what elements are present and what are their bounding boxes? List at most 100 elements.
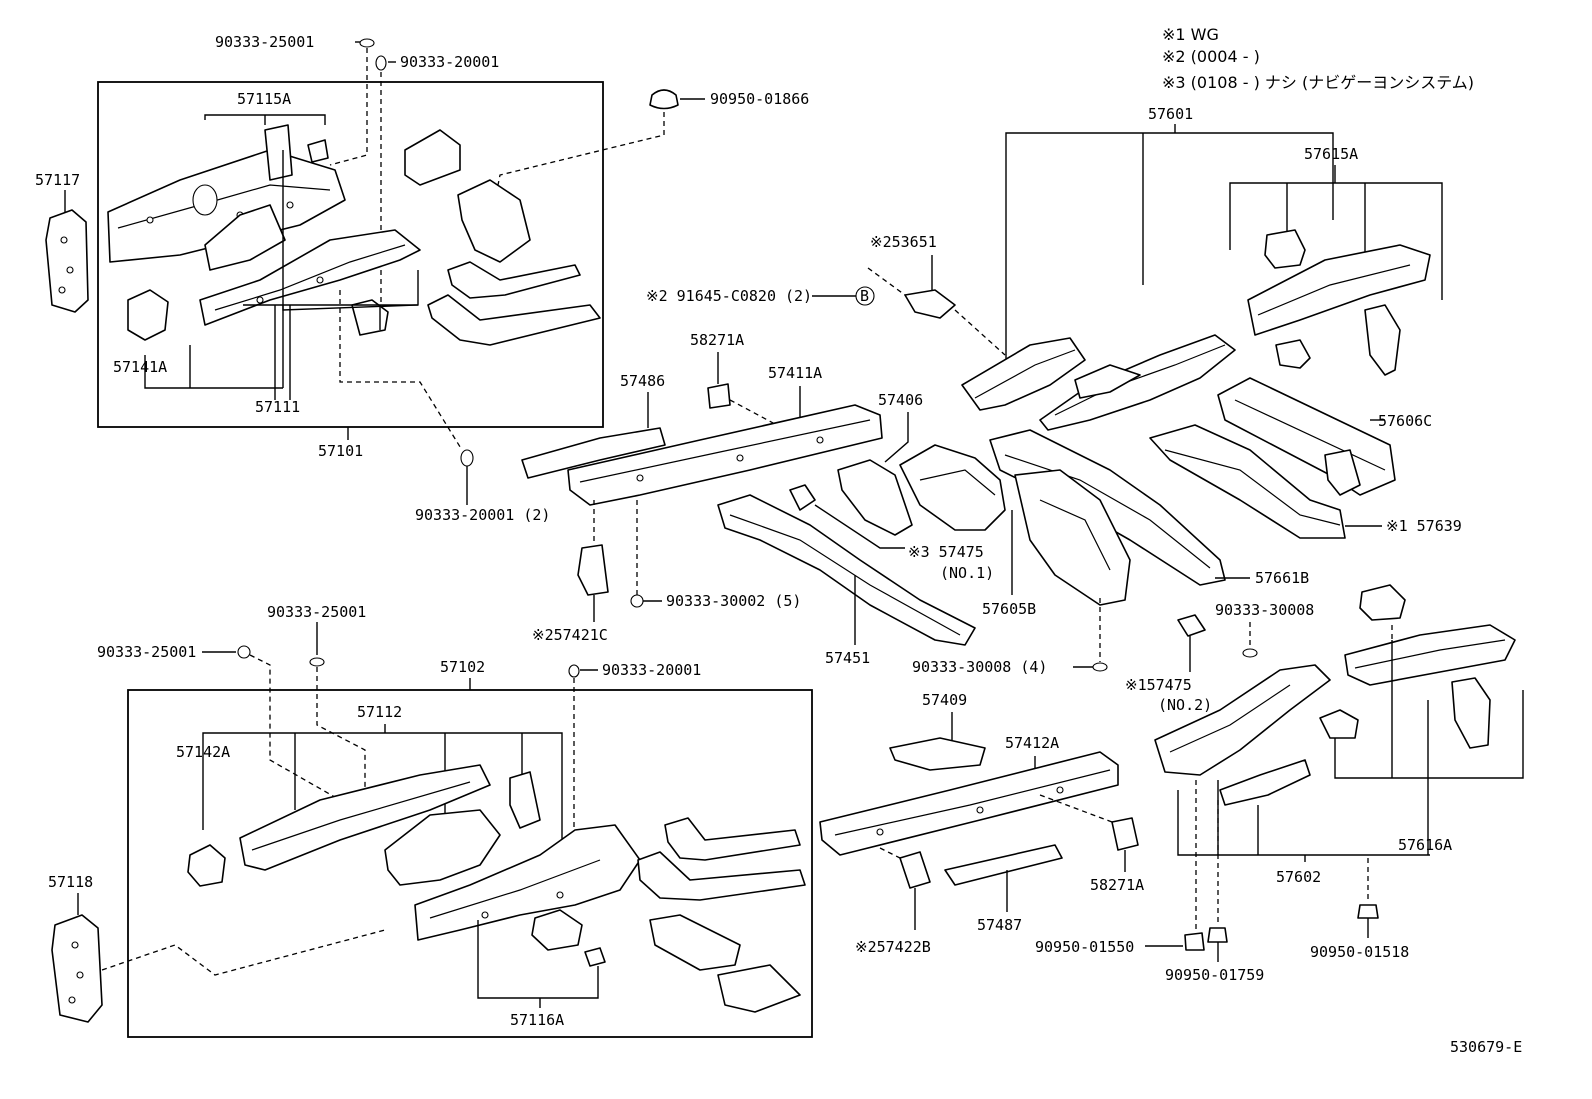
- label-90950-01866[interactable]: 90950-01866: [710, 90, 809, 108]
- label-253651[interactable]: ※253651: [870, 233, 937, 251]
- label-91645-C0820[interactable]: ※2 91645-C0820 (2): [646, 287, 812, 305]
- part-257421C: [577, 544, 609, 596]
- label-57112[interactable]: 57112: [357, 703, 402, 721]
- label-90333-30008[interactable]: 90333-30008: [1215, 601, 1314, 619]
- part-57409: [889, 737, 986, 771]
- clip-90333-20001: [375, 55, 387, 71]
- label-57406[interactable]: 57406: [878, 391, 923, 409]
- label-58271A-top[interactable]: 58271A: [690, 331, 744, 349]
- part-257422B: [899, 851, 931, 889]
- part-small-bracket-4: [717, 964, 801, 1013]
- bolt-b-label: B: [860, 287, 869, 305]
- grommet-90950-01866: [649, 89, 679, 110]
- document-id: 530679-E: [1450, 1038, 1522, 1056]
- clip-90333-25001: [359, 38, 375, 48]
- label-90333-20001-2[interactable]: 90333-20001 (2): [415, 506, 550, 524]
- part-57639: [1149, 424, 1346, 539]
- part-57112-upper-member: [239, 764, 491, 871]
- label-57412A[interactable]: 57412A: [1005, 734, 1059, 752]
- part-58271A-bottom: [1111, 817, 1139, 851]
- part-57475-no2: [1177, 614, 1206, 637]
- label-58271A-bottom[interactable]: 58271A: [1090, 876, 1144, 894]
- part-57615A-gusset: [1364, 304, 1401, 376]
- part-57412A-rocker: [819, 751, 1119, 856]
- part-57602-rail: [1219, 759, 1311, 806]
- part-57605B-front: [899, 444, 1006, 531]
- label-57411A[interactable]: 57411A: [768, 364, 822, 382]
- label-90333-20001-top[interactable]: 90333-20001: [400, 53, 499, 71]
- part-57615A-rail: [1247, 244, 1431, 336]
- label-57111[interactable]: 57111: [255, 398, 300, 416]
- part-57486: [521, 427, 666, 479]
- label-57615A[interactable]: 57615A: [1304, 145, 1358, 163]
- label-90333-30008-4[interactable]: 90333-30008 (4): [912, 658, 1047, 676]
- part-57411A-rocker: [567, 404, 883, 506]
- label-90333-30002-5[interactable]: 90333-30002 (5): [666, 592, 801, 610]
- part-57602-member: [1154, 664, 1331, 776]
- label-57117[interactable]: 57117: [35, 171, 80, 189]
- part-57601-left-member: [961, 337, 1086, 411]
- part-rail-4: [637, 851, 806, 901]
- label-57616A[interactable]: 57616A: [1398, 836, 1452, 854]
- label-57141A[interactable]: 57141A: [113, 358, 167, 376]
- part-57616A-rail: [1344, 624, 1516, 686]
- part-57112-mid-member: [384, 809, 501, 886]
- bolt-b-icon: [855, 286, 875, 306]
- part-mount-bracket: [351, 299, 389, 336]
- part-57616A-bracket: [1359, 584, 1406, 621]
- label-57486[interactable]: 57486: [620, 372, 665, 390]
- part-58271A-top: [707, 383, 731, 409]
- note-2: ※2 (0004 - ): [1162, 47, 1260, 66]
- part-rail-2: [427, 294, 601, 346]
- part-57116A-lower-member: [414, 824, 641, 941]
- label-90950-01550[interactable]: 90950-01550: [1035, 938, 1134, 956]
- label-57475-no1[interactable]: ※3 57475: [908, 543, 984, 561]
- label-57639[interactable]: ※1 57639: [1386, 517, 1462, 535]
- label-57475-no2[interactable]: ※157475: [1125, 676, 1192, 694]
- part-57117: [45, 209, 89, 313]
- label-90950-01759[interactable]: 90950-01759: [1165, 966, 1264, 984]
- part-rail-1: [447, 261, 581, 299]
- label-57451[interactable]: 57451: [825, 649, 870, 667]
- part-57115A-bracket: [264, 124, 293, 181]
- label-57475-no2-sub: (NO.2): [1158, 696, 1212, 714]
- label-57602[interactable]: 57602: [1276, 868, 1321, 886]
- part-57118: [51, 914, 103, 1023]
- clip-90950-01518: [1357, 904, 1379, 919]
- label-57606C[interactable]: 57606C: [1378, 412, 1432, 430]
- part-57475-no1: [789, 484, 816, 511]
- part-rail-3: [664, 817, 801, 861]
- note-3: ※3 (0108 - ) ナシ (ナビゲーヨンシステム): [1162, 73, 1474, 92]
- part-57141A-mount: [127, 289, 169, 341]
- label-57661B[interactable]: 57661B: [1255, 569, 1309, 587]
- label-257421C[interactable]: ※257421C: [532, 626, 608, 644]
- label-57116A[interactable]: 57116A: [510, 1011, 564, 1029]
- part-57487: [944, 844, 1063, 886]
- label-57601[interactable]: 57601: [1148, 105, 1193, 123]
- label-90333-20001-bottom[interactable]: 90333-20001: [602, 661, 701, 679]
- label-57487[interactable]: 57487: [977, 916, 1022, 934]
- label-90950-01518[interactable]: 90950-01518: [1310, 943, 1409, 961]
- label-57102[interactable]: 57102: [440, 658, 485, 676]
- part-57605B-member: [1014, 469, 1131, 606]
- part-small-bracket-2: [457, 179, 531, 263]
- label-57142A[interactable]: 57142A: [176, 743, 230, 761]
- label-90333-25001-top[interactable]: 90333-25001: [215, 33, 314, 51]
- clip-90950-01759: [1207, 927, 1228, 943]
- label-57118[interactable]: 57118: [48, 873, 93, 891]
- label-90333-25001-left[interactable]: 90333-25001: [97, 643, 196, 661]
- part-57406: [837, 459, 913, 536]
- part-57615A-bracket: [1264, 229, 1306, 269]
- part-253651: [904, 289, 956, 319]
- label-57475-no1-sub: (NO.1): [940, 564, 994, 582]
- label-57409[interactable]: 57409: [922, 691, 967, 709]
- label-57101[interactable]: 57101: [318, 442, 363, 460]
- label-257422B[interactable]: ※257422B: [855, 938, 931, 956]
- label-57115A[interactable]: 57115A: [237, 90, 291, 108]
- label-90333-25001-mid[interactable]: 90333-25001: [267, 603, 366, 621]
- part-small-bracket-1: [404, 129, 461, 186]
- label-57605B[interactable]: 57605B: [982, 600, 1036, 618]
- part-57142A-mount: [187, 844, 226, 887]
